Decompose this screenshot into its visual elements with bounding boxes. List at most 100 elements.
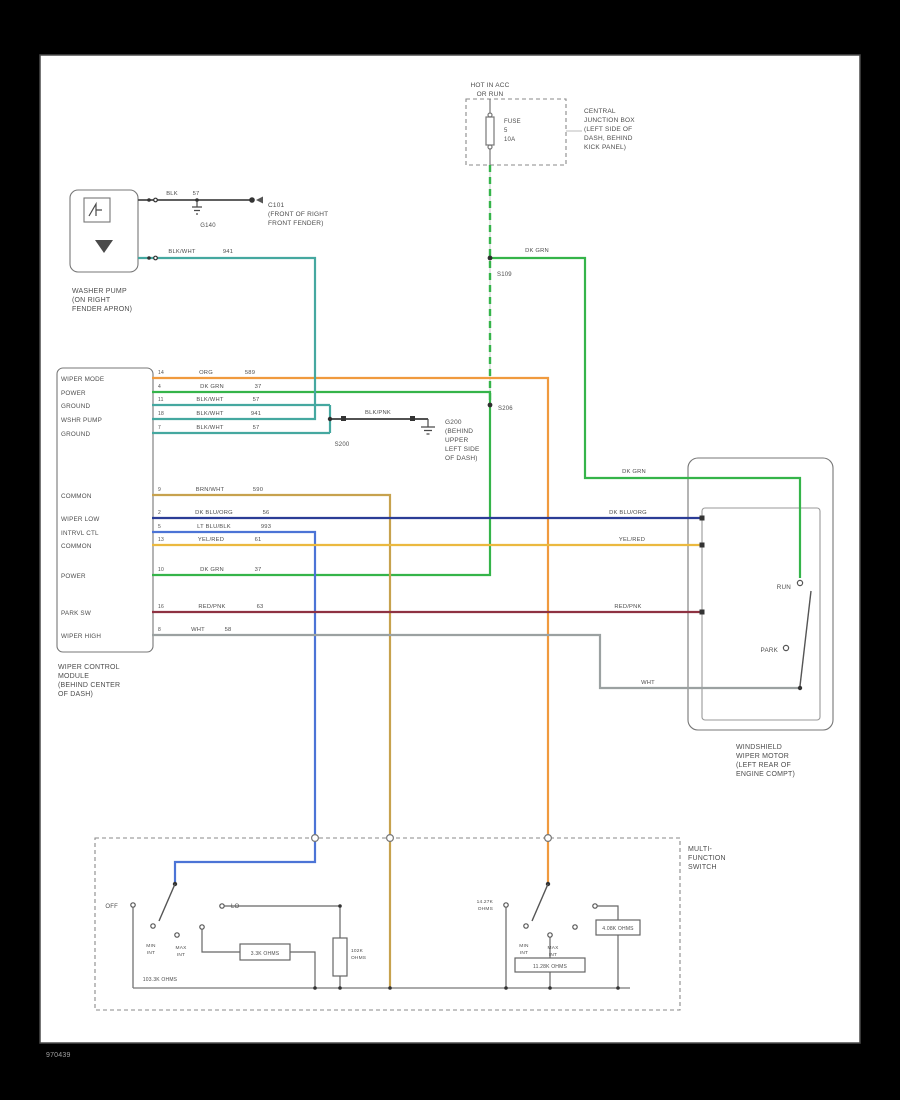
mfs-right-contact-2 [523, 923, 529, 929]
junction-box-line-2: JUNCTION BOX [584, 117, 635, 124]
rail-dot-5 [548, 986, 552, 990]
wire-label-wht-left: WHT [191, 627, 205, 633]
blk-pnk-connector-1 [341, 416, 346, 421]
wire-label-blk-pnk: BLK/PNK [365, 410, 391, 416]
mfs-res-102k-a: 102K [351, 948, 364, 954]
wire-circuit-57-b: 57 [253, 425, 260, 431]
pump-connector-socket-bottom [153, 255, 158, 261]
wire-circuit-941: 941 [251, 411, 261, 417]
rail-dot-4 [504, 986, 508, 990]
connector-c101-dot [249, 197, 255, 203]
module-pin-num-l: 8 [158, 627, 161, 633]
mfs-res-4-08k: 4.08K OHMS [602, 926, 634, 932]
wire-circuit-993: 993 [261, 524, 271, 530]
motor-park-label: PARK [761, 647, 779, 654]
module-pin-num-f: 9 [158, 487, 161, 493]
motor-caption-line-3: (LEFT REAR OF [736, 762, 791, 769]
motor-run-contact [796, 579, 804, 587]
mfs-right-contact-5 [592, 903, 598, 909]
mfs-left-contact-hi [219, 903, 225, 909]
fuse-terminal-bottom [487, 144, 493, 150]
fuse-number: 5 [504, 128, 508, 134]
washer-pump-box [69, 189, 139, 273]
ground-g140-label: G140 [200, 223, 216, 229]
module-pin-wiper-low: WIPER LOW [61, 516, 100, 523]
wire-label-dk-blu-org-right: DK BLU/ORG [609, 510, 647, 516]
motor-switch-arm [799, 590, 812, 687]
splice-s206-dot [487, 402, 493, 408]
wire-common1-brn-wht [152, 493, 392, 988]
hot-rating-line-2: OR RUN [477, 91, 504, 98]
motor-caption-line-4: ENGINE COMPT) [736, 771, 795, 778]
module-caption-line-4: OF DASH) [58, 691, 93, 698]
motor-caption-line-2: WIPER MOTOR [736, 753, 789, 760]
wire-label-blk-wht-3: BLK/WHT [196, 425, 223, 431]
wire-label-dk-grn-power2: DK GRN [200, 567, 224, 573]
splice-s109-label: S109 [497, 272, 512, 278]
junction-box-line-5: KICK PANEL) [584, 144, 626, 151]
wire-circuit-58: 58 [225, 627, 232, 633]
ground-g140-symbol [192, 200, 202, 215]
mfs-left-contact-lo [199, 924, 205, 930]
mfs-min-int-2a: MIN [519, 943, 529, 949]
module-pin-wshr-pump: WSHR PUMP [61, 417, 102, 424]
ground-g200-symbol [421, 419, 435, 435]
mfs-left-contact-off [130, 902, 136, 908]
junction-box-line-4: DASH, BEHIND [584, 135, 633, 142]
wire-label-blk-wht-2: BLK/WHT [196, 411, 223, 417]
module-pin-num-j: 10 [158, 567, 164, 573]
wire-label-dk-grn-top: DK GRN [525, 248, 549, 254]
mfs-right-c5-line [597, 905, 619, 920]
wire-label-blk-wht-pump: BLK/WHT [168, 249, 195, 255]
ground-g200-line-2: (BEHIND [445, 428, 473, 435]
mfs-res-3-3k: 3.3K OHMS [251, 951, 280, 957]
pump-connector-pin-top [147, 198, 151, 202]
mfs-entry-connector-blue [311, 833, 320, 842]
mfs-entry-connector-tan [386, 833, 395, 842]
mfs-left-lo-drop [201, 929, 240, 953]
pump-connector-pin-bottom [147, 256, 151, 260]
mfs-off-label: OFF [105, 904, 118, 910]
mfs-right-contact-3 [547, 932, 553, 938]
washer-funnel-icon [95, 240, 113, 253]
wire-label-dk-grn-right: DK GRN [622, 469, 646, 475]
module-pin-num-i: 13 [158, 537, 164, 543]
mfs-res-14k-a: 14.27K [477, 899, 494, 905]
wire-label-lt-blu-blk: LT BLU/BLK [197, 524, 231, 530]
mfs-res-14k-b: OHMS [478, 906, 493, 912]
mfs-entry-connector-org [543, 833, 552, 842]
module-pin-num-e: 7 [158, 425, 161, 431]
mfs-max-int-1b: INT [177, 952, 185, 958]
wire-circuit-56: 56 [263, 510, 270, 516]
module-caption-line-3: (BEHIND CENTER [58, 682, 120, 689]
mfs-min-int-1a: MIN [146, 943, 156, 949]
ground-g200-line-4: LEFT SIDE [445, 446, 480, 453]
wire-label-blk: BLK [166, 191, 178, 197]
module-pin-park-sw: PARK SW [61, 610, 91, 617]
module-pin-common-1: COMMON [61, 493, 92, 500]
module-pin-common-2: COMMON [61, 543, 92, 550]
mfs-caption-line-3: SWITCH [688, 864, 717, 871]
junction-box-line-3: (LEFT SIDE OF [584, 126, 632, 133]
wire-intrvl-lt-blu-blk [152, 530, 317, 884]
mfs-3-3k-out [290, 951, 316, 988]
module-pin-num-g: 2 [158, 510, 161, 516]
wire-label-org: ORG [199, 370, 213, 376]
module-caption-line-1: WIPER CONTROL [58, 664, 120, 671]
mfs-caption-line-2: FUNCTION [688, 855, 726, 862]
wire-label-yel-red-right: YEL/RED [619, 537, 645, 543]
ground-g200-line-1: G200 [445, 419, 462, 426]
wiper-motor-box [687, 457, 834, 731]
module-pin-ground-2: GROUND [61, 431, 90, 438]
module-pin-num-b: 4 [158, 384, 161, 390]
wire-wiper-high-wht [152, 633, 798, 690]
pump-ground-junction-dot [195, 198, 199, 202]
fuse-amps: 10A [504, 137, 515, 143]
wire-circuit-37-a: 37 [255, 384, 262, 390]
motor-run-label: RUN [777, 584, 791, 591]
rail-dot-3 [388, 986, 392, 990]
mfs-res-103k: 103.3K OHMS [143, 977, 178, 983]
splice-s200-label: S200 [335, 442, 350, 448]
module-pin-num-a: 14 [158, 370, 164, 376]
